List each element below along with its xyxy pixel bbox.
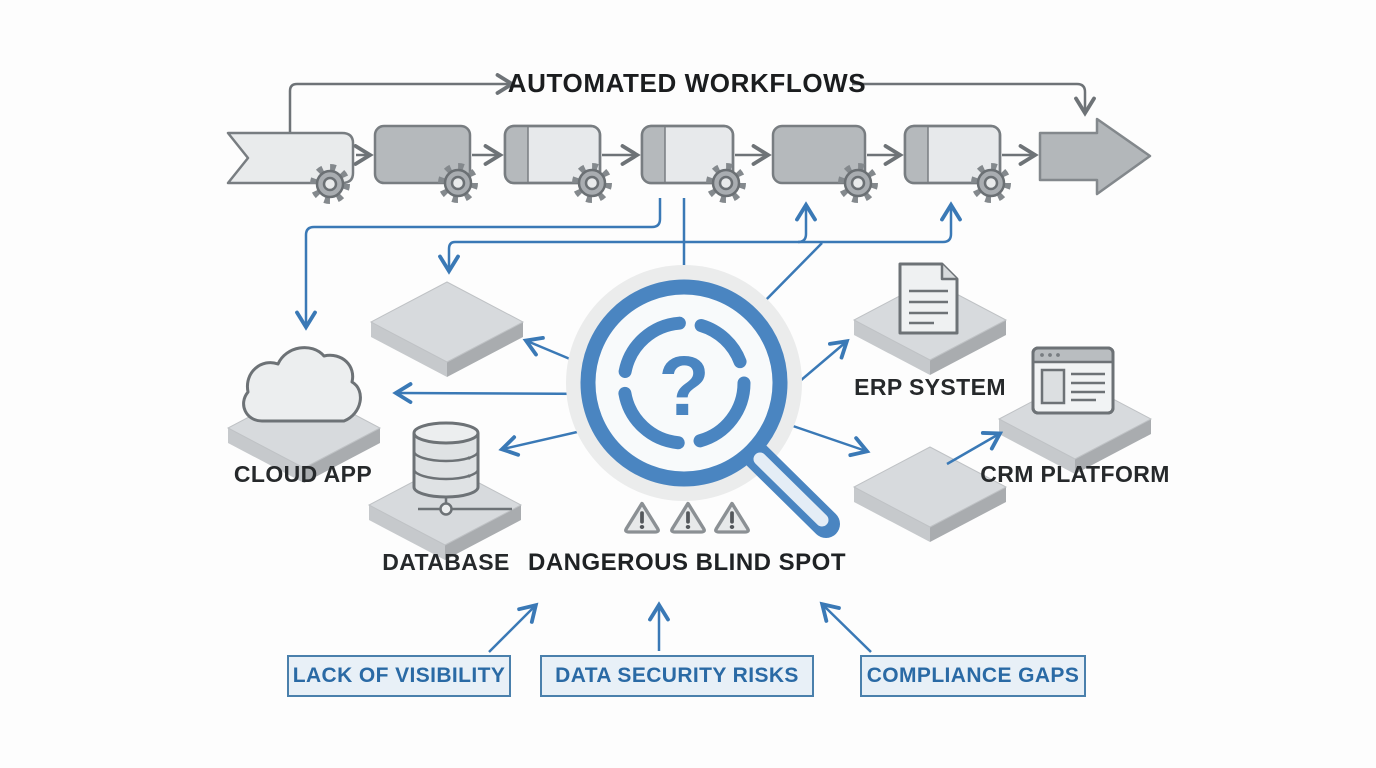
arrow-to-empty-right [789,423,871,458]
risk-arrow-3 [819,601,872,653]
risk-box-data-security-risks: DATA SECURITY RISKS [540,655,814,697]
workflow-title: AUTOMATED WORKFLOWS [507,68,867,98]
connector-diagonal [759,242,823,307]
workflow-step [771,124,867,185]
risk-box-lack-of-visibility: LACK OF VISIBILITY [287,655,511,697]
connector-up-step6 [940,201,962,244]
risk-arrow-1 [488,602,539,653]
warning-triangle-icon [623,501,661,534]
question-mark: ? [658,339,710,433]
title-connector-line [288,73,1096,132]
platform-empty-left [370,281,524,378]
warning-triangle-icon [669,501,707,534]
document-icon [898,262,959,335]
workflow-row [226,73,1152,200]
big-arrow-icon [1038,117,1152,196]
system-label-cloud-app: CLOUD APP [233,461,373,487]
arrow-to-crm [946,431,1004,466]
connector-to-cloud [295,198,662,331]
magnifier-question-icon [566,265,840,538]
system-label-database: DATABASE [382,549,510,575]
risk-box-compliance-gaps: COMPLIANCE GAPS [860,655,1086,697]
database-icon [412,421,512,516]
cloud-icon [242,346,362,423]
system-label-erp-system: ERP SYSTEM [854,374,1006,400]
system-label-crm-platform: CRM PLATFORM [980,461,1170,487]
browser-window-icon [1031,346,1115,415]
warning-triangle-icon [713,501,751,534]
blind-spot-label: DANGEROUS BLIND SPOT [527,549,846,576]
connector-up-step5 [795,201,817,244]
connector-drop-platform [438,240,460,275]
